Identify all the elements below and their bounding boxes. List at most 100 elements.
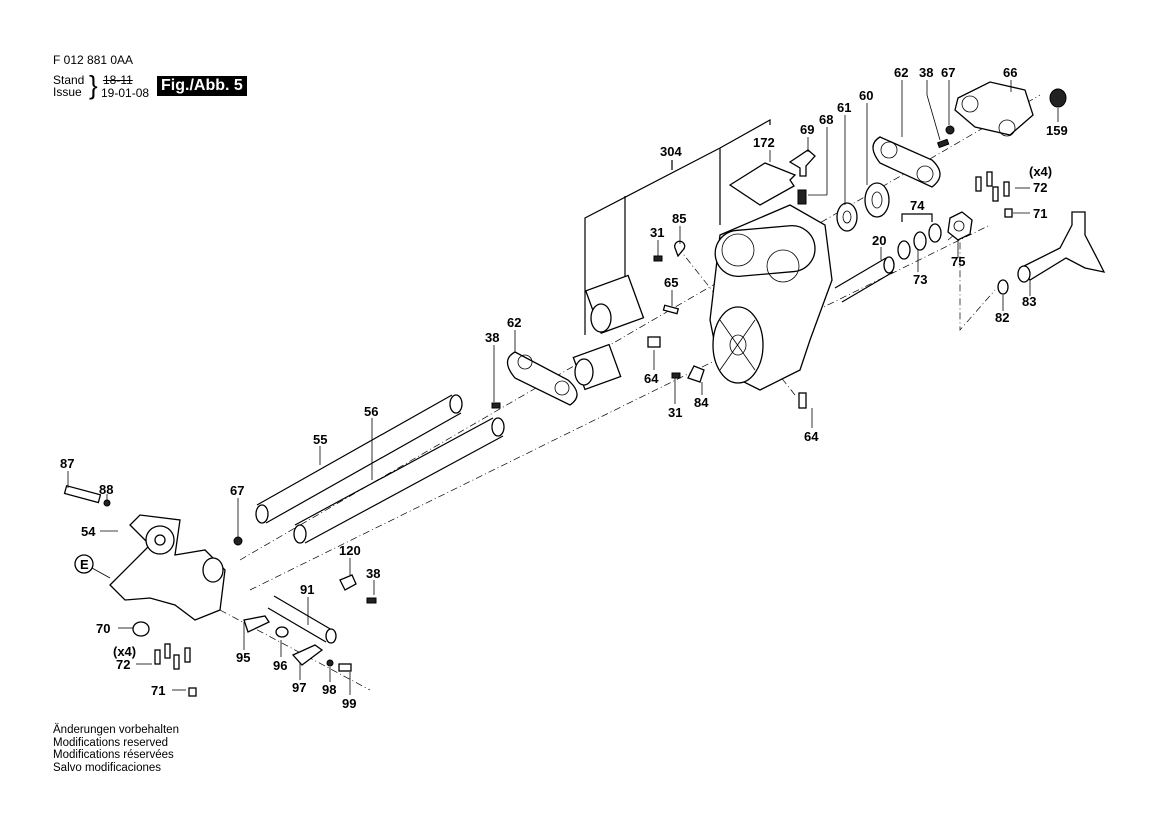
washer-98 — [326, 659, 334, 667]
washer-74a — [897, 240, 911, 260]
callout-120[interactable]: 120 — [339, 543, 361, 558]
callout-68[interactable]: 68 — [819, 112, 833, 127]
callout-99[interactable]: 99 — [342, 696, 356, 711]
callout-20[interactable]: 20 — [872, 233, 886, 248]
callout-62-center[interactable]: 62 — [507, 315, 521, 330]
bolt-64-upper — [647, 336, 661, 348]
rod-55 — [255, 394, 463, 524]
assembly-bracket-304 — [584, 118, 771, 335]
callout-71-bottom[interactable]: 71 — [151, 683, 165, 698]
callout-55[interactable]: 55 — [313, 432, 327, 447]
callout-74[interactable]: 74 — [910, 198, 925, 213]
spring-clip-84 — [687, 365, 705, 383]
callout-84[interactable]: 84 — [694, 395, 709, 410]
main-housing — [709, 204, 833, 391]
bushing-upper — [584, 274, 645, 334]
callout-66[interactable]: 66 — [1003, 65, 1017, 80]
callout-38-lower[interactable]: 38 — [366, 566, 380, 581]
assembly-centerlines — [219, 94, 1041, 691]
washer-61 — [836, 202, 858, 232]
issue-label: Issue — [53, 85, 82, 99]
callout-72-bottom[interactable]: 72 — [116, 657, 130, 672]
screw-38-top — [936, 138, 950, 149]
modifications-notice: Änderungen vorbehalten Modifications res… — [53, 724, 179, 774]
callout-67-top[interactable]: 67 — [941, 65, 955, 80]
washer-60 — [864, 182, 890, 218]
washer-82 — [997, 279, 1009, 295]
notice-es: Salvo modificaciones — [53, 761, 162, 774]
callout-67-left[interactable]: 67 — [230, 483, 244, 498]
washer-88 — [103, 499, 111, 507]
washer-74b — [928, 223, 942, 243]
link-plate-62-center — [506, 351, 578, 406]
nut-67-left — [233, 536, 243, 546]
assembly-bracket-74 — [901, 213, 933, 222]
callout-70[interactable]: 70 — [96, 621, 110, 636]
nut-67-top — [945, 125, 955, 135]
bolt-64-lower — [798, 392, 807, 409]
callout-91[interactable]: 91 — [300, 582, 314, 597]
end-cap-66 — [954, 81, 1034, 137]
cam-lever-97 — [291, 644, 324, 666]
callout-82[interactable]: 82 — [995, 310, 1009, 325]
callout-38-top[interactable]: 38 — [919, 65, 933, 80]
screw-31-lower — [671, 372, 681, 379]
shaft-20 — [834, 256, 895, 303]
notice-fr: Modifications réservées — [53, 749, 174, 761]
issue-date: 19-01-08 — [101, 86, 150, 100]
lock-washer-73 — [913, 231, 927, 251]
callout-e-circle — [74, 554, 94, 574]
handle-83 — [1017, 211, 1106, 283]
link-plate-62-right — [872, 136, 941, 188]
callout-61[interactable]: 61 — [837, 100, 851, 115]
callout-54[interactable]: 54 — [81, 524, 96, 539]
callout-e[interactable]: E — [80, 557, 89, 572]
old-date-struck: 18-11 — [103, 73, 133, 87]
callout-97[interactable]: 97 — [292, 680, 306, 695]
figure-label: Fig./Abb. 5 — [157, 76, 247, 96]
nut-70 — [132, 621, 150, 637]
screws-72-bottom — [154, 643, 191, 670]
pin-65 — [662, 304, 680, 315]
callout-83[interactable]: 83 — [1022, 294, 1036, 309]
screw-38-center — [491, 402, 501, 409]
callout-73[interactable]: 73 — [913, 272, 927, 287]
callout-64-upper[interactable]: 64 — [644, 371, 659, 386]
callout-159[interactable]: 159 — [1046, 123, 1068, 138]
callout-64-lower[interactable]: 64 — [804, 429, 819, 444]
callout-x4-top[interactable]: (x4) — [1029, 164, 1052, 179]
end-bracket-left — [109, 514, 226, 621]
callout-85[interactable]: 85 — [672, 211, 686, 226]
callout-304[interactable]: 304 — [660, 144, 682, 159]
cover-plate-172 — [728, 162, 797, 206]
cap-71-top — [1004, 208, 1013, 218]
document-number: F 012 881 0AA — [53, 53, 134, 67]
callout-62-right[interactable]: 62 — [894, 65, 908, 80]
callout-87[interactable]: 87 — [60, 456, 74, 471]
callout-75[interactable]: 75 — [951, 254, 965, 269]
callout-71-top[interactable]: 71 — [1033, 206, 1047, 221]
callout-31-lower[interactable]: 31 — [668, 405, 682, 420]
notice-en: Modifications reserved — [53, 736, 169, 749]
callout-65[interactable]: 65 — [664, 275, 678, 290]
screw-31-upper — [653, 255, 663, 262]
callout-69[interactable]: 69 — [800, 122, 814, 137]
callout-95[interactable]: 95 — [236, 650, 250, 665]
callout-38-center[interactable]: 38 — [485, 330, 499, 345]
callout-98[interactable]: 98 — [322, 682, 336, 697]
callout-x4-bottom[interactable]: (x4) — [113, 644, 136, 659]
callout-72-top[interactable]: 72 — [1033, 180, 1047, 195]
screws-72-top — [975, 171, 1010, 202]
screw-99 — [338, 663, 352, 672]
knob-69 — [788, 149, 816, 177]
clamp-120 — [339, 574, 357, 591]
callout-60[interactable]: 60 — [859, 88, 873, 103]
callout-56[interactable]: 56 — [364, 404, 378, 419]
nut-75 — [947, 211, 973, 241]
callout-172[interactable]: 172 — [753, 135, 775, 150]
bolt-87 — [63, 484, 102, 504]
callout-96[interactable]: 96 — [273, 658, 287, 673]
callout-88[interactable]: 88 — [99, 482, 113, 497]
callout-31-upper[interactable]: 31 — [650, 225, 664, 240]
